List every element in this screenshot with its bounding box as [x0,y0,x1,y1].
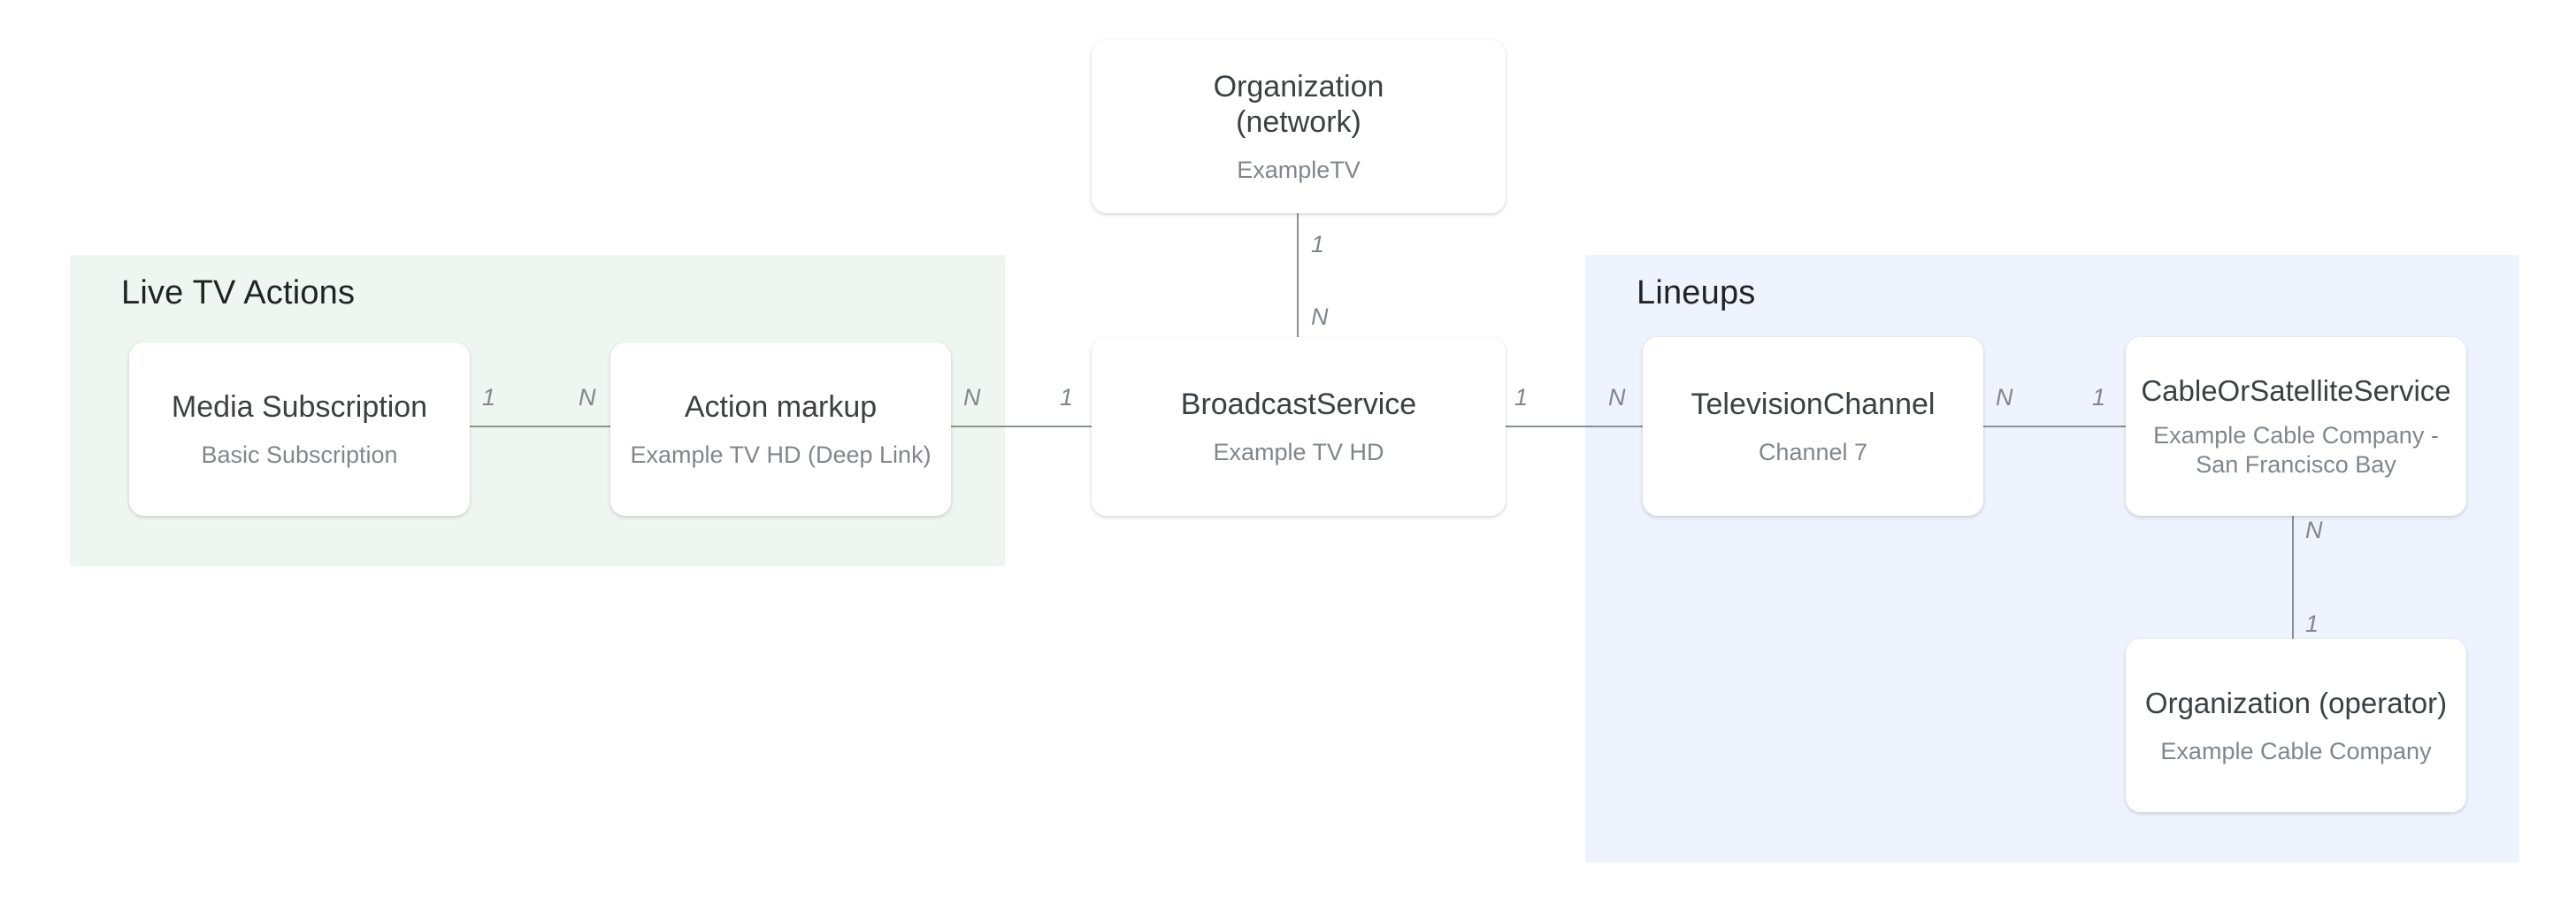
cardinality-cable-service-left-one: 1 [2092,384,2106,411]
cardinality-broadcast-service-right-one: 1 [1514,384,1529,411]
node-cable-or-satellite-service[interactable]: CableOrSatelliteService Example Cable Co… [2126,337,2466,516]
node-organization-network[interactable]: Organization (network) ExampleTV [1092,40,1506,213]
node-subtitle-organization-operator: Example Cable Company [2160,737,2432,764]
connector-media-subscription-to-action-markup [470,426,610,427]
node-action-markup[interactable]: Action markup Example TV HD (Deep Link) [610,342,951,516]
cardinality-television-channel-left-n: N [1608,384,1626,411]
cardinality-television-channel-right-n: N [1996,384,2013,411]
connector-cable-service-to-org-operator [2292,516,2294,639]
node-title-line1: Organization [1213,69,1384,104]
connector-television-channel-to-cable-service [1983,426,2126,427]
group-title-lineups: Lineups [1637,274,1756,311]
cardinality-broadcast-service-left-one: 1 [1060,384,1074,411]
connector-org-network-to-broadcast-service [1297,213,1299,337]
cardinality-org-operator-one: 1 [2305,610,2319,637]
cardinality-cable-service-bottom-n: N [2305,517,2323,543]
node-subtitle-media-subscription: Basic Subscription [201,441,398,468]
node-title-organization-operator: Organization (operator) [2144,686,2448,719]
cardinality-org-network-one: 1 [1311,231,1325,257]
node-title-media-subscription: Media Subscription [171,389,428,424]
node-organization-operator[interactable]: Organization (operator) Example Cable Co… [2126,639,2466,812]
node-subtitle-television-channel: Channel 7 [1758,438,1868,465]
node-title-television-channel: TelevisionChannel [1690,387,1936,421]
node-title-action-markup: Action markup [684,389,878,424]
cardinality-action-markup-right-n: N [963,384,981,411]
node-subtitle-line1: Example Cable Company - [2153,422,2439,449]
node-subtitle-organization-network: ExampleTV [1237,156,1361,183]
node-subtitle-broadcast-service: Example TV HD [1213,438,1384,465]
node-title-cable-or-satellite-service: CableOrSatelliteService [2141,374,2451,407]
node-television-channel[interactable]: TelevisionChannel Channel 7 [1643,337,1983,516]
node-subtitle-line2: San Francisco Bay [2196,451,2396,478]
connector-action-markup-to-broadcast-service [951,426,1092,427]
group-title-live-tv-actions: Live TV Actions [121,274,356,311]
node-media-subscription[interactable]: Media Subscription Basic Subscription [129,342,470,516]
node-title-broadcast-service: BroadcastService [1180,387,1417,421]
node-subtitle-action-markup: Example TV HD (Deep Link) [630,441,932,468]
node-broadcast-service[interactable]: BroadcastService Example TV HD [1092,337,1506,516]
connector-broadcast-service-to-television-channel [1506,426,1643,427]
cardinality-action-markup-left-n: N [579,384,596,411]
node-title-line2: (network) [1236,104,1361,139]
node-subtitle-cable-or-satellite-service: Example Cable Company - San Francisco Ba… [2153,421,2439,480]
cardinality-media-subscription-one: 1 [482,384,496,411]
node-title-organization-network: Organization (network) [1214,69,1384,140]
cardinality-org-network-n: N [1311,303,1329,330]
